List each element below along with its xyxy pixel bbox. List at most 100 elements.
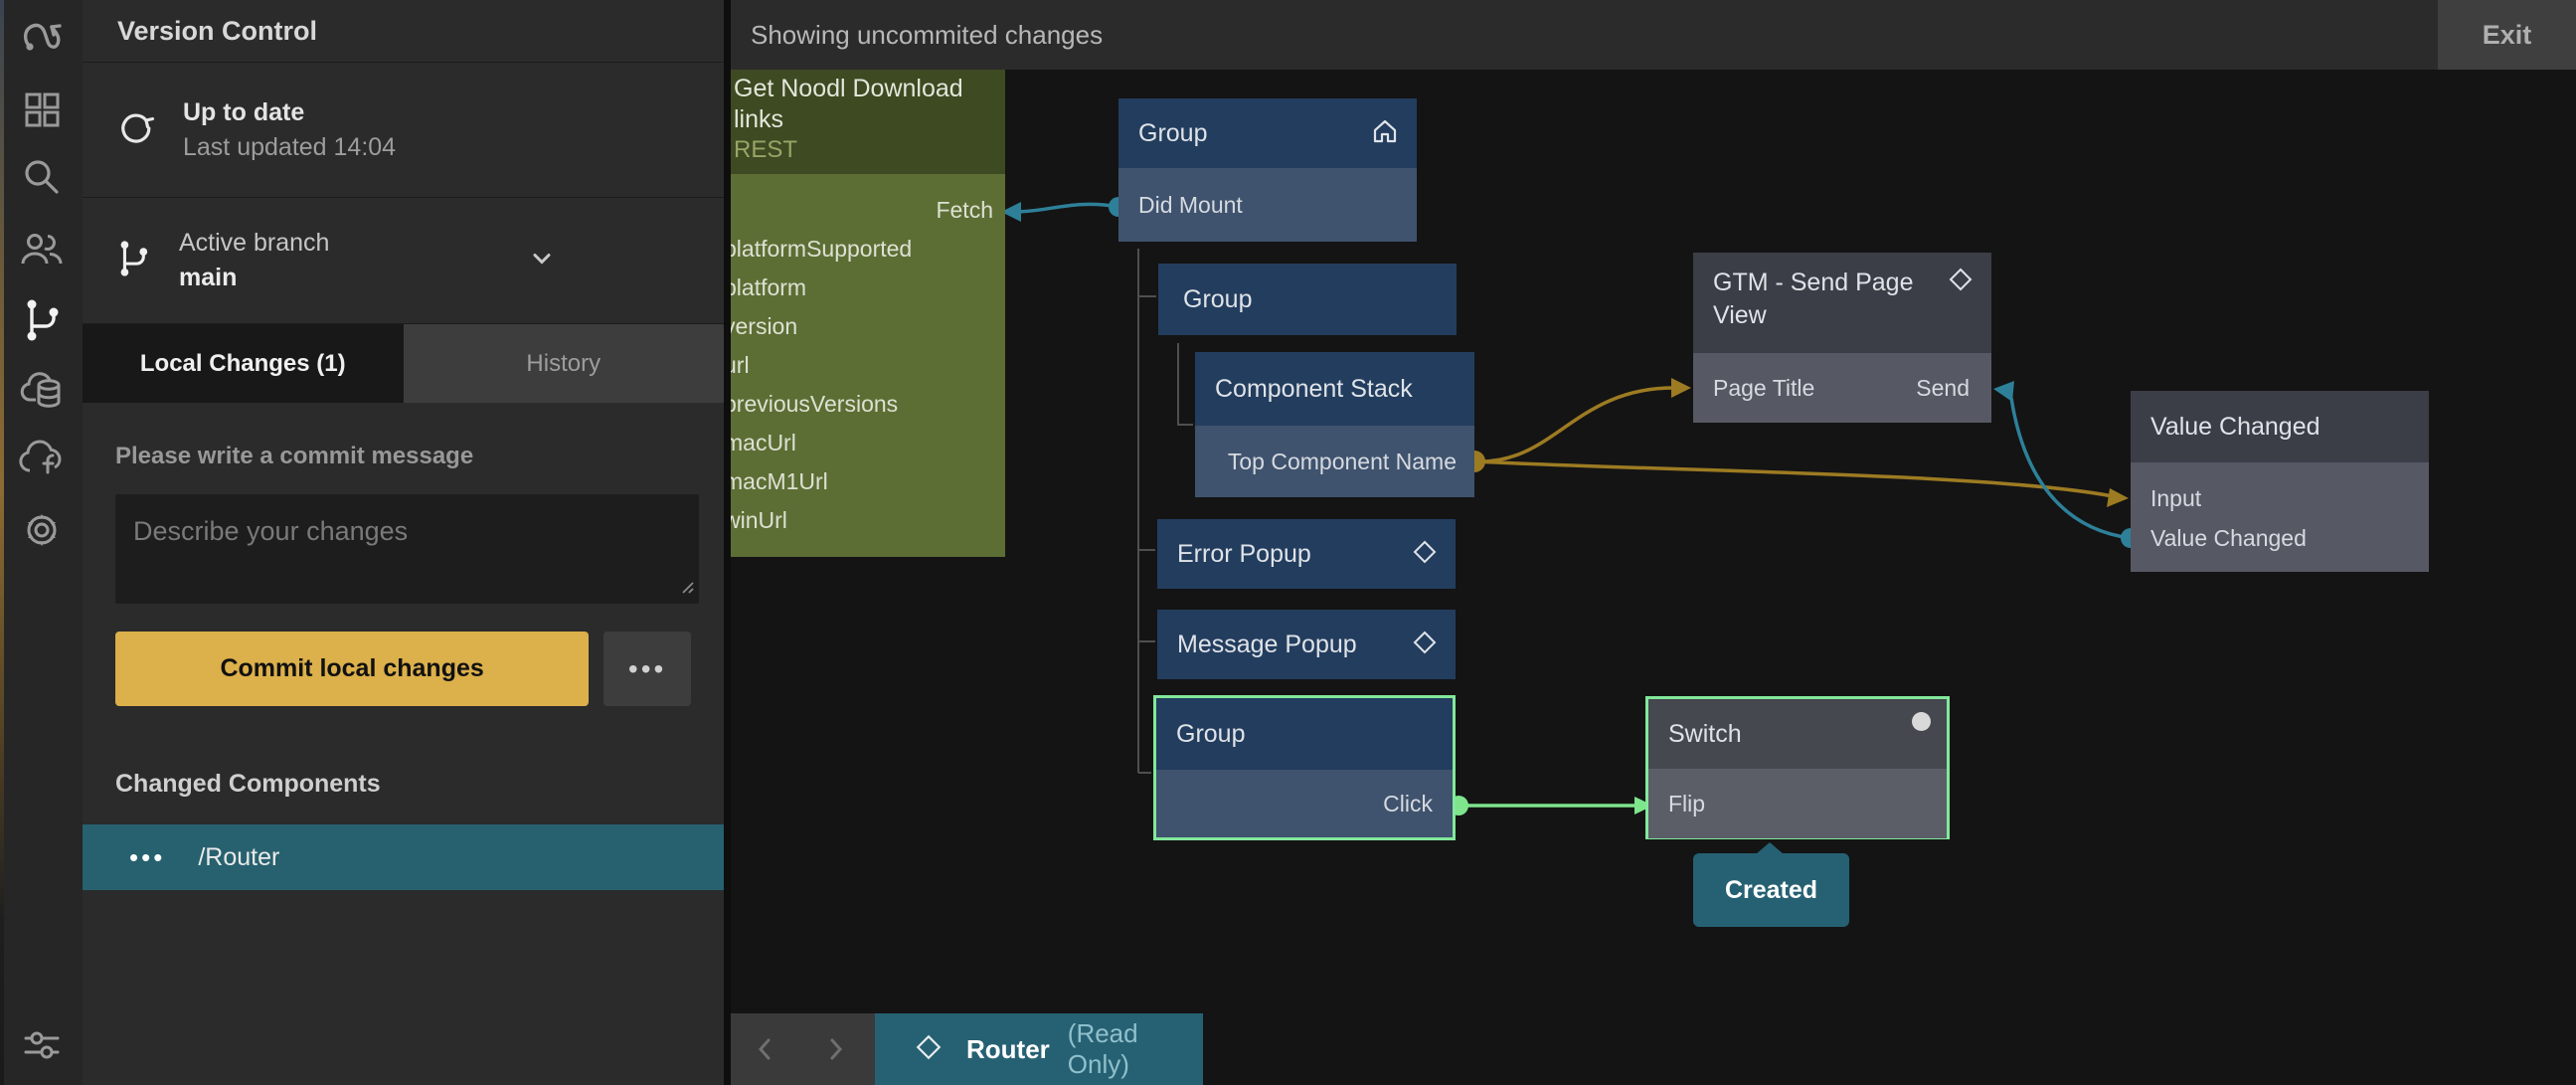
port-click[interactable]: Click bbox=[1383, 790, 1433, 816]
panel-tabs: Local Changes (1) History bbox=[83, 324, 724, 403]
port-url[interactable]: url bbox=[731, 352, 750, 378]
node-header: Component Stack bbox=[1195, 352, 1474, 426]
chevron-down-icon bbox=[527, 244, 557, 278]
uncommitted-changes-status: Showing uncommited changes bbox=[751, 19, 1104, 50]
node-ports: Input Value Changed bbox=[2131, 462, 2429, 572]
active-branch-selector[interactable]: Active branch main bbox=[83, 198, 724, 324]
commit-prompt: Please write a commit message bbox=[115, 443, 474, 469]
node-group-selected[interactable]: Group Click bbox=[1153, 695, 1456, 840]
node-switch[interactable]: Switch Flip bbox=[1645, 696, 1950, 839]
component-tab-router[interactable]: Router (Read Only) bbox=[875, 1013, 1203, 1085]
component-nav-strip bbox=[731, 1013, 875, 1085]
item-options-dots-icon[interactable]: ••• bbox=[129, 841, 166, 872]
port-flip[interactable]: Flip bbox=[1668, 790, 1706, 816]
resize-grip-icon[interactable] bbox=[679, 579, 695, 600]
node-ports: Click bbox=[1156, 770, 1453, 837]
port-value-changed[interactable]: Value Changed bbox=[2150, 524, 2307, 551]
panel-title: Version Control bbox=[117, 15, 318, 46]
node-title: Message Popup bbox=[1177, 630, 1357, 658]
node-group-child[interactable]: Group bbox=[1158, 264, 1457, 335]
changed-components-heading: Changed Components bbox=[115, 770, 381, 798]
commit-local-changes-button[interactable]: Commit local changes bbox=[115, 632, 590, 706]
version-control-branch-icon[interactable] bbox=[0, 296, 83, 344]
component-diamond-icon bbox=[1412, 539, 1438, 570]
branch-icon bbox=[115, 238, 151, 284]
node-rest-get-noodl-download-links[interactable]: Get Noodl Download links REST Fetch plat… bbox=[731, 70, 1005, 557]
left-icon-bar bbox=[0, 0, 83, 1085]
commit-message-box bbox=[115, 494, 699, 604]
component-diamond-icon bbox=[1412, 630, 1438, 660]
node-header: Switch bbox=[1648, 699, 1947, 769]
node-group-root[interactable]: Group Did Mount bbox=[1118, 98, 1417, 242]
port-macm1url[interactable]: macM1Url bbox=[731, 468, 828, 494]
node-header: Group bbox=[1118, 98, 1417, 168]
port-platform[interactable]: platform bbox=[731, 274, 807, 300]
node-title: GTM - Send Page View bbox=[1713, 269, 1914, 329]
node-graph-canvas[interactable]: Get Noodl Download links REST Fetch plat… bbox=[731, 70, 2576, 1085]
sync-status-section[interactable]: Up to date Last updated 14:04 bbox=[83, 63, 724, 198]
home-icon bbox=[1371, 117, 1399, 150]
nav-back-chevron-left-icon[interactable] bbox=[731, 1032, 800, 1066]
tab-local-changes[interactable]: Local Changes (1) bbox=[83, 324, 404, 403]
node-ports: Did Mount bbox=[1118, 168, 1417, 242]
node-title: Error Popup bbox=[1177, 539, 1311, 568]
port-input[interactable]: Input bbox=[2150, 484, 2202, 511]
commit-message-input[interactable] bbox=[115, 494, 699, 604]
component-diamond-icon bbox=[1948, 267, 1974, 297]
node-header: GTM - Send Page View bbox=[1693, 253, 1991, 353]
node-error-popup[interactable]: Error Popup bbox=[1157, 519, 1456, 589]
nav-forward-chevron-right-icon[interactable] bbox=[800, 1032, 870, 1066]
components-grid-icon[interactable] bbox=[0, 90, 83, 129]
sync-status: Up to date bbox=[183, 97, 305, 126]
node-ports: Fetch platformSupported platform version… bbox=[731, 174, 1005, 557]
cloud-functions-icon[interactable] bbox=[0, 439, 83, 478]
branch-text: Active branch main bbox=[179, 229, 329, 292]
node-ports: Top Component Name bbox=[1195, 426, 1474, 497]
panel-resize-handle[interactable] bbox=[724, 0, 731, 1085]
port-fetch[interactable]: Fetch bbox=[936, 197, 993, 223]
node-type-label: REST bbox=[734, 136, 798, 163]
preferences-sliders-icon[interactable] bbox=[0, 1024, 83, 1066]
node-header: Value Changed bbox=[2131, 391, 2429, 462]
node-header: Group bbox=[1156, 698, 1453, 770]
search-icon[interactable] bbox=[0, 156, 83, 198]
commit-area: Please write a commit message Commit loc… bbox=[83, 403, 724, 706]
brand-accent-strip bbox=[0, 0, 4, 1085]
port-platformsupported[interactable]: platformSupported bbox=[731, 236, 913, 262]
more-options-button[interactable]: ••• bbox=[603, 632, 691, 706]
node-header: Message Popup bbox=[1157, 610, 1456, 679]
changed-component-item-router[interactable]: ••• /Router bbox=[83, 824, 724, 890]
cloud-database-icon[interactable] bbox=[0, 369, 83, 413]
port-top-component-name[interactable]: Top Component Name bbox=[1227, 448, 1457, 474]
node-ports: Page Title Send bbox=[1693, 353, 1991, 423]
collaboration-users-icon[interactable] bbox=[0, 230, 83, 270]
created-badge: Created bbox=[1693, 853, 1849, 927]
node-component-stack[interactable]: Component Stack Top Component Name bbox=[1195, 352, 1474, 497]
port-winurl[interactable]: winUrl bbox=[731, 507, 787, 533]
node-gtm-send-page-view[interactable]: GTM - Send Page View Page Title Send bbox=[1693, 253, 1991, 423]
component-diamond-icon bbox=[915, 1033, 943, 1066]
node-title: Switch bbox=[1668, 719, 1742, 748]
exit-button[interactable]: Exit bbox=[2438, 0, 2576, 70]
sync-text: Up to date Last updated 14:04 bbox=[183, 98, 396, 162]
tab-history[interactable]: History bbox=[403, 324, 724, 403]
port-send[interactable]: Send bbox=[1916, 374, 1970, 401]
version-control-panel: Version Control Up to date Last updated … bbox=[83, 0, 724, 1085]
node-header: Error Popup bbox=[1157, 519, 1456, 589]
noodl-logo[interactable] bbox=[0, 14, 83, 58]
node-title: Group bbox=[1176, 719, 1246, 748]
port-page-title[interactable]: Page Title bbox=[1713, 374, 1815, 401]
port-version[interactable]: version bbox=[731, 313, 798, 339]
port-previousversions[interactable]: previousVersions bbox=[731, 391, 899, 417]
node-value-changed[interactable]: Value Changed Input Value Changed bbox=[2131, 391, 2429, 572]
settings-gear-icon[interactable] bbox=[0, 508, 83, 552]
node-title: Get Noodl Download links bbox=[734, 75, 963, 133]
port-did-mount[interactable]: Did Mount bbox=[1138, 191, 1243, 218]
node-title: Group bbox=[1138, 118, 1208, 147]
connection-wires bbox=[1001, 197, 2141, 815]
canvas-header: Showing uncommited changes Exit bbox=[731, 0, 2576, 70]
node-header: Group bbox=[1158, 264, 1457, 335]
node-message-popup[interactable]: Message Popup bbox=[1157, 610, 1456, 679]
port-macurl[interactable]: macUrl bbox=[731, 430, 796, 455]
